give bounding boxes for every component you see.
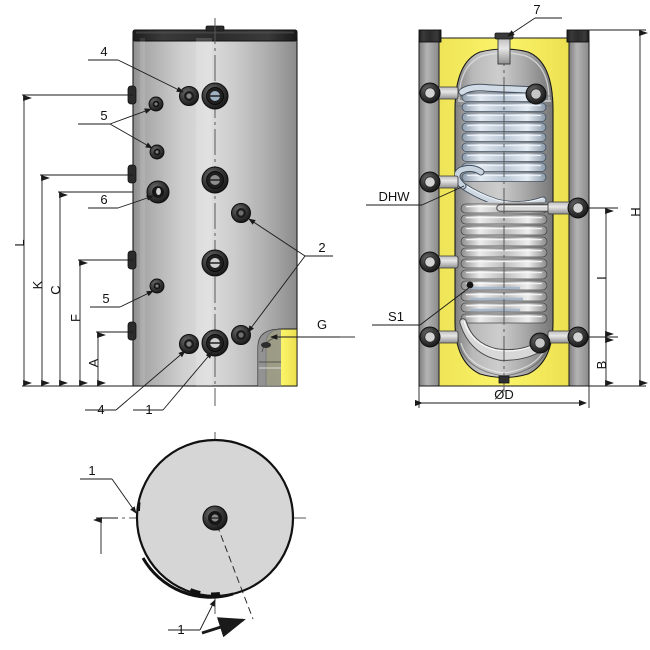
sensor-sockets <box>146 96 170 294</box>
dim-label-diameter: ØD <box>494 387 514 402</box>
balloon-4-bottom: 4 <box>97 402 104 417</box>
dim-label-A: A <box>86 358 101 367</box>
port-medium <box>231 325 251 345</box>
plan-callout-1-left: 1 <box>88 463 95 478</box>
port-large <box>201 329 229 357</box>
dim-label-G: G <box>317 317 327 332</box>
section-cap-left <box>418 29 442 43</box>
section-dimensions <box>589 29 649 387</box>
port-medium <box>179 86 199 106</box>
bottom-cutaway <box>257 328 297 386</box>
front-elevation-view: L K C F A G <box>12 18 355 417</box>
sensor-socket-small <box>149 278 165 294</box>
lower-coil-outlet-pipe <box>496 204 560 212</box>
balloon-1-bottom: 1 <box>145 402 152 417</box>
balloon-5-top: 5 <box>100 108 107 123</box>
inspection-flange <box>146 180 170 204</box>
balloon-2: 2 <box>318 240 325 255</box>
balloon-5-mid: 5 <box>102 291 109 306</box>
sensor-socket-small <box>149 144 165 160</box>
sensor-point-s1 <box>466 281 474 289</box>
callout-dhw: DHW <box>378 189 410 204</box>
top-vent-stub <box>494 32 514 65</box>
callout-7: 7 <box>533 2 540 17</box>
plan-leaders <box>80 478 254 638</box>
plan-top-view: 1 1 <box>80 432 306 638</box>
dim-D-group <box>414 386 590 408</box>
dim-label-H: H <box>628 207 643 216</box>
port-medium <box>179 334 199 354</box>
section-right-nozzles <box>525 83 589 354</box>
section-leaders <box>366 17 562 326</box>
centerline-ports <box>201 82 229 357</box>
dim-label-C: C <box>48 285 63 294</box>
sensor-socket-small <box>148 96 164 112</box>
dim-label-F: F <box>68 314 83 322</box>
plan-callout-1-bottom: 1 <box>177 622 184 637</box>
upper-coil-connection-stubs <box>458 83 536 96</box>
section-cap-right <box>566 29 590 43</box>
front-view-dimensions <box>22 94 133 387</box>
callout-s1: S1 <box>388 309 404 324</box>
front-view-leaders <box>78 59 333 411</box>
dim-label-L: L <box>12 239 27 246</box>
port-large <box>201 82 229 110</box>
dim-label-B: B <box>594 361 609 370</box>
port-large <box>201 166 229 194</box>
plan-arc-accent <box>141 557 234 599</box>
balloon-6: 6 <box>100 192 107 207</box>
section-left-nozzles <box>419 82 459 348</box>
port-large <box>201 249 229 277</box>
jacket-highlight <box>140 38 212 386</box>
bottom-drain-stub <box>498 375 510 384</box>
dim-label-K: K <box>30 280 45 289</box>
balloon-4-top: 4 <box>100 44 107 59</box>
dim-label-I: I <box>594 276 609 280</box>
cross-section-view: H I B ØD 7 DHW S1 <box>366 2 649 408</box>
plan-center-port <box>202 505 228 531</box>
secondary-ports <box>179 86 251 354</box>
port-medium <box>231 203 251 223</box>
